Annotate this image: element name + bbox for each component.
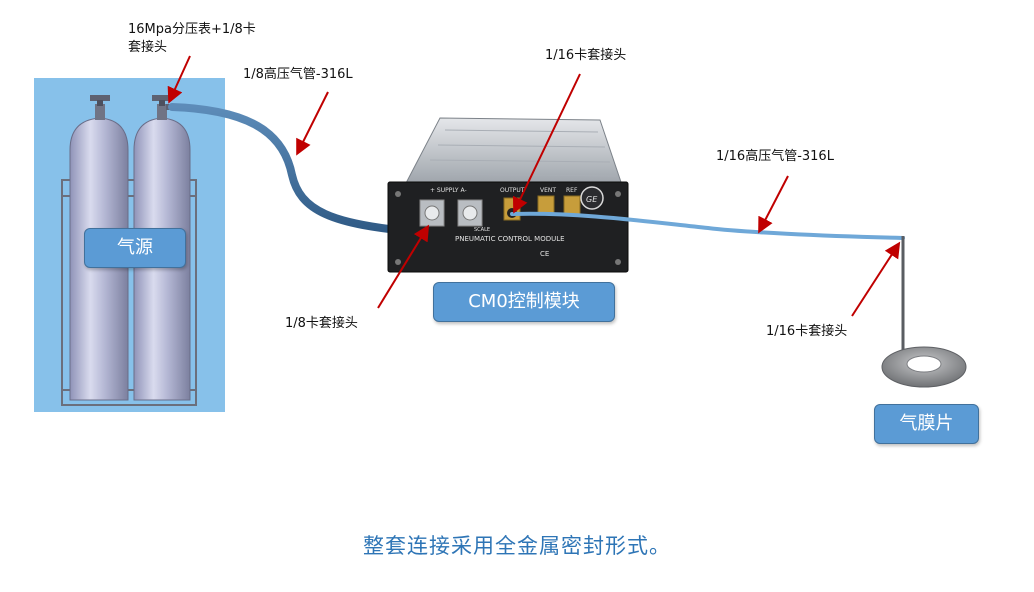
gas-source-box: 气源: [84, 228, 186, 268]
module-supply-label: + SUPPLY A-: [430, 187, 467, 194]
tube-1-16: [510, 211, 905, 240]
arrow-gauge: [167, 55, 191, 104]
module-ce-label: CE: [540, 250, 549, 258]
label-fitting-1-16-top: 1/16卡套接头: [545, 48, 627, 63]
arrow-fitting-1-8: [377, 224, 430, 309]
module-ref-label: REF: [566, 187, 578, 194]
label-fitting-1-8: 1/8卡套接头: [285, 316, 358, 331]
caption: 整套连接采用全金属密封形式。: [363, 534, 671, 558]
label-fitting-1-16-right: 1/16卡套接头: [766, 324, 848, 339]
callout-arrows: [167, 55, 901, 317]
module-vent-label: VENT: [540, 187, 556, 194]
module-output-label: OUTPUT: [500, 187, 525, 194]
cm0-module-box: CM0控制模块: [433, 282, 615, 322]
label-gauge-bottom: 套接头: [128, 40, 168, 55]
arrow-fitting-1-16-top: [512, 73, 581, 214]
membrane-box: 气膜片: [874, 404, 979, 444]
module-scale-label: SCALE: [474, 227, 490, 233]
ge-logo: GE: [586, 195, 598, 204]
arrow-fitting-1-16-right: [851, 241, 901, 317]
tube-1-8: [168, 103, 424, 236]
label-gauge-top: 16Mpa分压表+1/8卡: [128, 22, 256, 37]
module-label-group: + SUPPLY A- OUTPUT VENT REF PNEUMATIC CO…: [430, 187, 598, 258]
arrow-tube-1-8: [296, 91, 329, 156]
label-tube-1-16: 1/16高压气管-316L: [716, 149, 834, 164]
membrane-disc: [881, 346, 967, 388]
module-title-label: PNEUMATIC CONTROL MODULE: [455, 235, 565, 243]
label-tube-1-8: 1/8高压气管-316L: [243, 67, 353, 82]
arrow-tube-1-16: [758, 175, 789, 234]
